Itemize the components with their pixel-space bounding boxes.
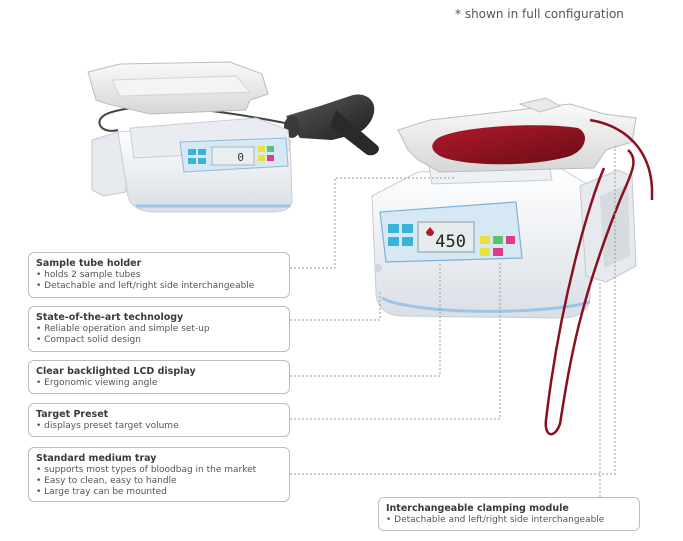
callout-medium-tray: Standard medium tray supports most types… <box>28 447 290 502</box>
right-control-panel: 450 <box>379 201 523 263</box>
callout-bullet: Ergonomic viewing angle <box>36 378 282 389</box>
barcode-scanner <box>284 94 379 156</box>
callout-lcd-display: Clear backlighted LCD display Ergonomic … <box>28 360 290 394</box>
left-device: 0 <box>87 61 379 213</box>
callout-sample-tube-holder: Sample tube holder holds 2 sample tubes … <box>28 252 290 298</box>
callout-bullet: Detachable and left/right side interchan… <box>386 515 632 526</box>
callout-bullet: Easy to clean, easy to handle <box>36 476 282 487</box>
callout-bullet: Detachable and left/right side interchan… <box>36 281 282 292</box>
configuration-note: * shown in full configuration <box>455 7 624 21</box>
callout-target-preset: Target Preset displays preset target vol… <box>28 403 290 437</box>
callout-bullet: Compact solid design <box>36 335 282 346</box>
callout-technology: State-of-the-art technology Reliable ope… <box>28 306 290 352</box>
svg-text:0: 0 <box>237 151 244 164</box>
left-control-panel: 0 <box>179 137 289 173</box>
callout-title: State-of-the-art technology <box>36 312 184 323</box>
right-device: 450 <box>371 97 654 436</box>
callout-title: Target Preset <box>36 409 109 420</box>
callout-bullet: displays preset target volume <box>36 421 282 432</box>
callout-title: Sample tube holder <box>36 258 142 269</box>
callout-clamping-module: Interchangeable clamping module Detachab… <box>378 497 640 531</box>
callout-bullet: Large tray can be mounted <box>36 487 282 498</box>
clamping-module <box>579 169 637 283</box>
callout-bullet: supports most types of bloodbag in the m… <box>36 465 282 476</box>
callout-title: Standard medium tray <box>36 453 157 464</box>
callout-leaders <box>290 146 616 497</box>
callout-title: Clear backlighted LCD display <box>36 366 196 377</box>
lcd-value: 450 <box>435 232 466 252</box>
callout-title: Interchangeable clamping module <box>386 503 569 514</box>
callout-bullet: Reliable operation and simple set-up <box>36 324 282 335</box>
callout-bullet: holds 2 sample tubes <box>36 270 282 281</box>
